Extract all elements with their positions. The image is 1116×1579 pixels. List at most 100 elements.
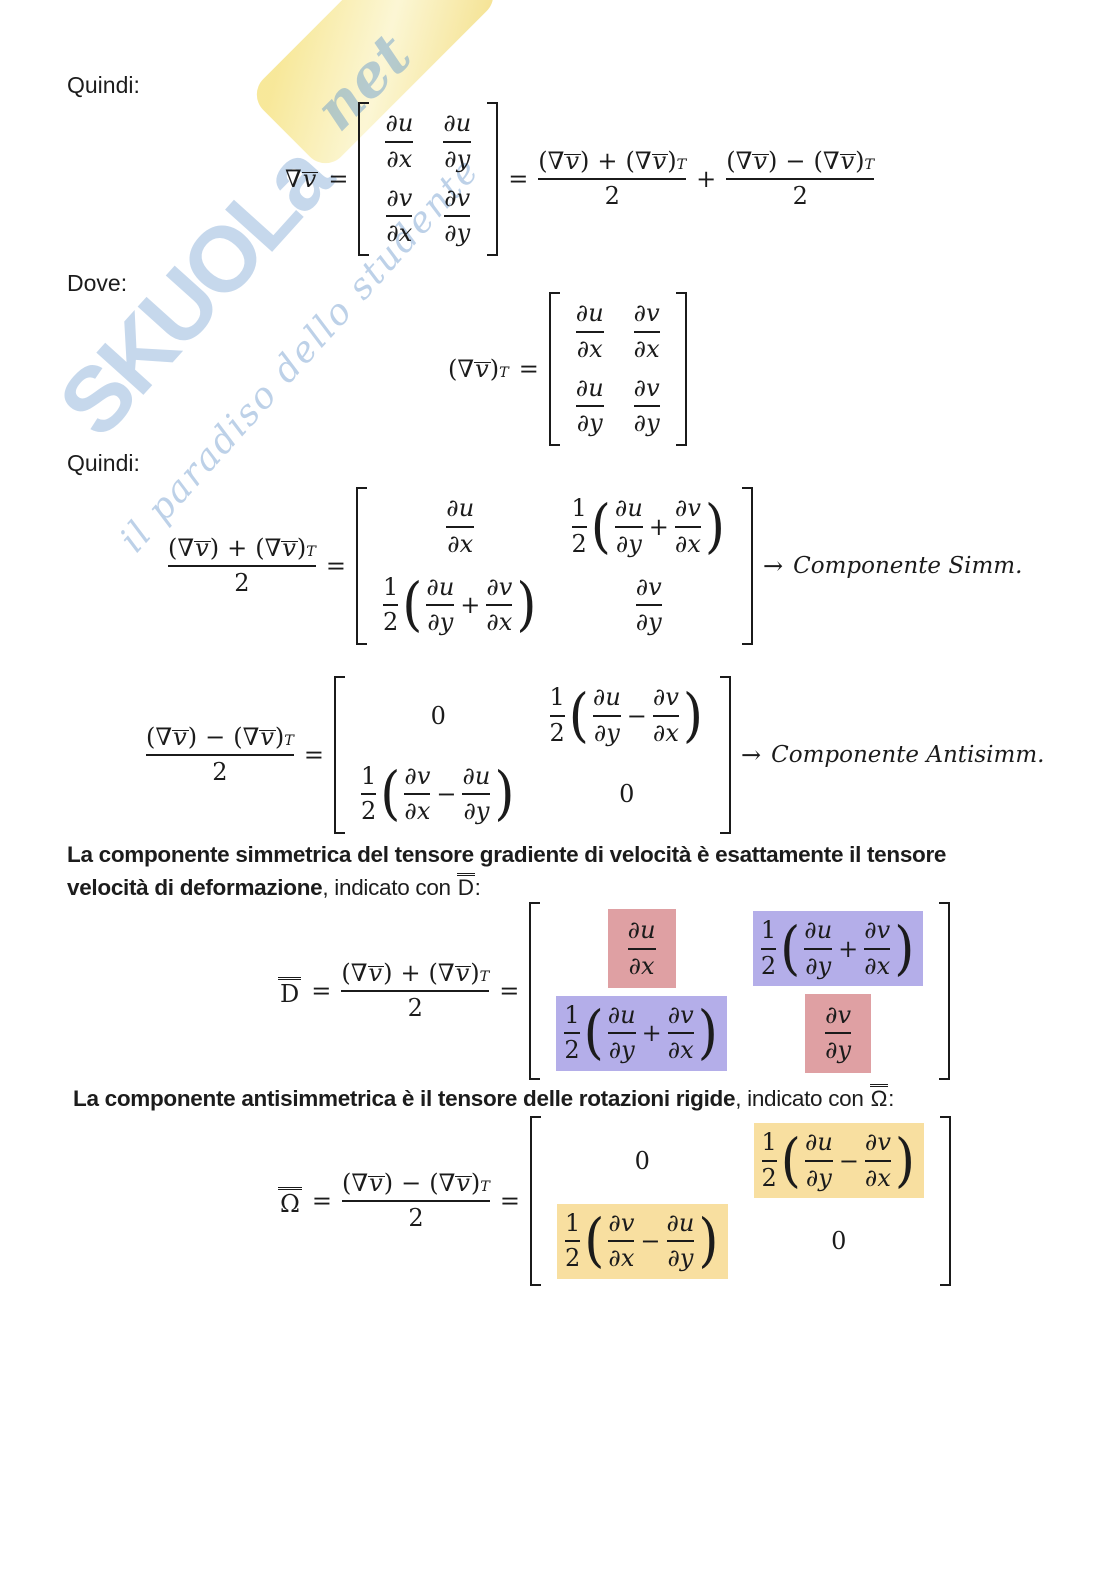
equation-gradient-transpose: (∇v)T = ∂u∂x ∂v∂x ∂u∂y ∂v∂y [448,292,687,446]
math-token: ∂x [652,718,679,747]
fraction-bar [426,604,455,607]
fraction-bar [382,604,399,607]
vector-v: v [281,533,298,562]
plus-sign: + [696,165,717,193]
regular-text: , indicato con [735,1086,870,1111]
math-token: ∂u [575,374,604,402]
vector-v: v [455,1168,472,1197]
math-token: 1 [382,573,399,601]
transpose-superscript: T [284,732,294,749]
fraction-du-dy: ∂u∂y [666,1209,695,1274]
math-token: ( [168,533,178,562]
math-token: ( [448,355,458,383]
math-token: ( [429,1168,439,1197]
highlight-pink: ∂u∂x [607,909,676,988]
math-token: ) [667,146,677,175]
fraction-bar [342,1200,490,1202]
minus-sign: − [838,1146,859,1175]
math-token: 2 [571,529,587,558]
fraction-dv-dy: ∂v∂y [633,374,660,439]
math-token: ) [580,146,590,175]
arrow-icon: → [741,741,762,769]
vector-v: v [752,146,769,175]
highlight-pink: ∂v∂y [805,994,872,1073]
fraction-symmetric-part: (∇v) + (∇v)T 2 [538,147,687,212]
fraction-bar [444,215,471,218]
math-token: ( [428,958,438,987]
nabla-v-paren: (∇v) [341,959,392,988]
fraction-dv-dx: ∂v∂x [864,1128,891,1193]
big-paren-left: ( [380,760,401,828]
big-paren-right: ) [698,1207,719,1275]
numerator: (∇v) − (∇v)T [146,723,294,752]
paragraph-line: La componente simmetrica del tensore gra… [67,838,1077,871]
fraction-du-dx: ∂u∂x [385,109,414,174]
plus-sign: + [838,934,859,963]
plus-sign: + [400,958,421,987]
math-token: ∂v [633,374,660,402]
equation-velocity-gradient: ∇v = ∂u∂x ∂u∂y ∂v∂x ∂v∂y = (∇v) + (∇v)T … [284,102,875,256]
math-token: ∂v [652,683,679,712]
math-token: ( [726,146,736,175]
nabla-v-paren: (∇v) [538,147,589,176]
fraction-bar [633,405,660,408]
matrix-bracket-left [529,902,541,1080]
numerator: (∇v) + (∇v)T [538,147,686,176]
fraction-dv-dx: ∂v∂x [486,573,513,638]
fraction-dv-dx: ∂v∂x [386,184,413,249]
math-token: ∂x [486,608,513,637]
math-token: ∂y [635,608,662,637]
fraction-bar [575,405,604,408]
equals-sign: = [311,1187,333,1215]
fraction-bar [571,525,587,528]
fraction-bar [864,1159,891,1162]
fraction-bar [592,714,621,717]
equals-sign: = [311,977,332,1005]
equals-sign: = [325,552,346,580]
numerator: (∇v) + (∇v)T [168,534,316,563]
math-token: ∂v [608,1209,635,1237]
math-token: ( [538,146,548,175]
math-token: ) [296,533,307,562]
matrix-bracket-right [487,102,499,256]
vector-v: v [454,958,471,987]
fraction-dv-dx: ∂v∂x [667,1001,694,1066]
math-token: ( [341,958,351,987]
tensor-d-symbol: D [456,873,475,900]
math-token: ∂v [825,1001,852,1029]
plus-sign: + [460,591,481,620]
nabla-icon: ∇ [457,355,475,383]
nabla-icon: ∇ [155,722,173,751]
fraction-bar [146,754,294,756]
label-componente-antisimm: Componente Antisimm. [771,742,1045,768]
math-token: ∂x [608,1244,635,1273]
nabla-v-transposed: (∇v)T [233,723,294,752]
transpose-superscript: T [479,968,490,985]
math-token: ∂u [575,299,604,328]
fraction-du-dy: ∂u∂y [804,1128,833,1193]
bold-text: La componente antisimmetrica è il tensor… [73,1086,736,1111]
math-token: ∂x [447,529,474,558]
math-token: ∂u [385,109,414,138]
nabla-v-transposed: (∇v)T [429,959,490,988]
math-token: ) [383,958,393,987]
math-token: ∂x [667,1036,694,1065]
zero-entry: 0 [634,1146,650,1175]
math-token: ∂x [386,219,413,248]
math-token: ∂x [404,797,431,826]
fraction-dv-dx: ∂v ∂x [608,1209,635,1274]
math-token: ∂v [444,184,471,212]
nabla-v-transposed: (∇v)T [625,147,686,176]
